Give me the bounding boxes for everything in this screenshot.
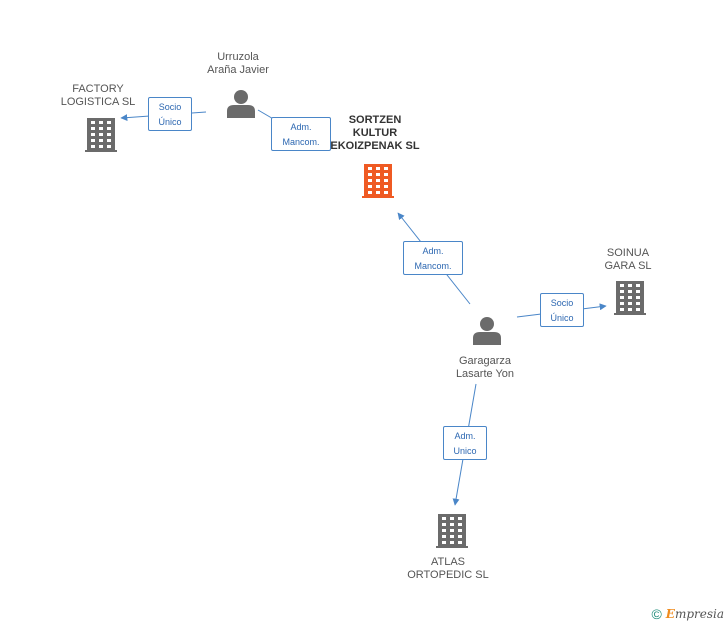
node-label-atlas[interactable]: ATLAS ORTOPEDIC SL	[407, 556, 489, 581]
building-icon-factory[interactable]	[85, 118, 117, 152]
edge-label-socio-unico-factory: Socio Único	[148, 97, 192, 131]
person-icon-garagarza[interactable]	[473, 317, 501, 345]
brand-footer: © Empresia	[651, 606, 724, 622]
edge-label-adm-mancom-garagarza: Adm. Mancom.	[403, 241, 463, 275]
building-icon-soinua[interactable]	[614, 281, 646, 315]
node-label-soinua[interactable]: SOINUA GARA SL	[604, 247, 652, 272]
copyright-icon: ©	[651, 606, 662, 622]
edge-label-adm-unico-atlas: Adm. Unico	[443, 426, 487, 460]
building-icon-sortzen[interactable]	[362, 164, 394, 198]
node-label-sortzen[interactable]: SORTZEN KULTUR EKOIZPENAK SL	[330, 114, 420, 152]
brand-logo[interactable]: Empresia	[665, 607, 724, 621]
edge-label-adm-mancom-urruzola: Adm. Mancom.	[271, 117, 331, 151]
node-label-garagarza[interactable]: Garagarza Lasarte Yon	[455, 355, 515, 380]
node-label-factory[interactable]: FACTORY LOGISTICA SL	[60, 83, 136, 108]
person-icon-urruzola[interactable]	[227, 90, 255, 118]
node-label-urruzola[interactable]: Urruzola Araña Javier	[207, 51, 269, 76]
edge-label-socio-unico-soinua: Socio Único	[540, 293, 584, 327]
building-icon-atlas[interactable]	[436, 514, 468, 548]
